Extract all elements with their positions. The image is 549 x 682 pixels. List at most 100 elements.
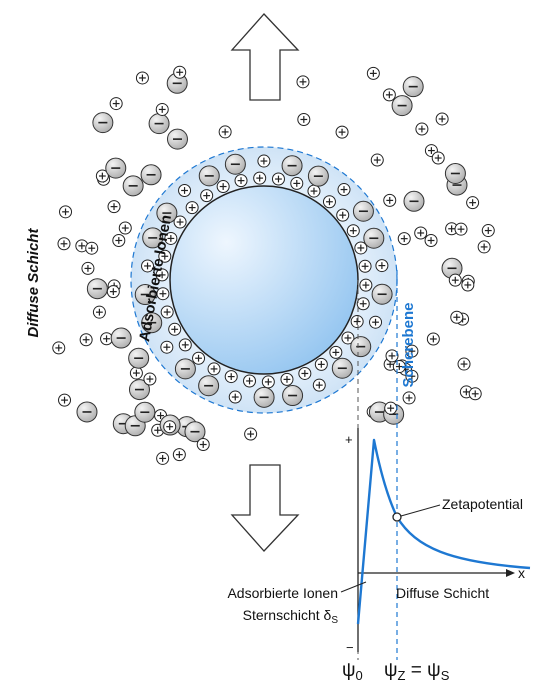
psi-zero-label: ψ0 xyxy=(342,660,363,682)
positive-ion-icon xyxy=(156,451,170,465)
negative-ion-icon xyxy=(92,112,114,134)
diffuse-layer-label: Diffuse Schicht xyxy=(396,585,489,601)
positive-ion-icon xyxy=(218,125,232,139)
negative-ion-icon xyxy=(307,165,329,187)
positive-ion-icon xyxy=(450,310,464,324)
negative-ion-icon xyxy=(403,190,425,212)
positive-ion-icon xyxy=(112,233,126,247)
psi-zeta-equals-psi-stern-label: ψZ = ψS xyxy=(384,660,450,682)
positive-ion-icon xyxy=(382,88,396,102)
negative-ion-icon xyxy=(134,284,156,306)
negative-ion-icon xyxy=(391,95,413,117)
positive-ion-icon xyxy=(158,249,172,263)
negative-ion-icon xyxy=(352,200,374,222)
positive-ion-icon xyxy=(424,233,438,247)
positive-ion-icon xyxy=(155,102,169,116)
positive-ion-icon xyxy=(341,331,355,345)
positive-ion-icon xyxy=(253,171,267,185)
positive-ion-icon xyxy=(397,232,411,246)
adsorbed-ions-label: Adsorbierte Ionen xyxy=(227,585,338,601)
negative-ion-icon xyxy=(184,421,206,443)
positive-ion-icon xyxy=(402,391,416,405)
positive-ion-icon xyxy=(329,345,343,359)
positive-ion-icon xyxy=(405,369,419,383)
zeta-potential-label: Zetapotential xyxy=(442,496,523,512)
negative-ion-icon xyxy=(198,375,220,397)
positive-ion-icon xyxy=(135,71,149,85)
positive-ion-icon xyxy=(196,438,210,452)
positive-ion-icon xyxy=(369,315,383,329)
positive-ion-icon xyxy=(160,305,174,319)
positive-ion-icon xyxy=(414,226,428,240)
positive-ion-icon xyxy=(336,208,350,222)
positive-ion-icon xyxy=(383,193,397,207)
positive-ion-icon xyxy=(172,448,186,462)
positive-ion-icon xyxy=(164,231,178,245)
positive-ion-icon xyxy=(457,357,471,371)
negative-ion-icon xyxy=(281,155,303,177)
positive-ion-icon xyxy=(200,189,214,203)
positive-ion-icon xyxy=(257,154,271,168)
positive-ion-icon xyxy=(405,344,419,358)
positive-ion-icon xyxy=(156,287,170,301)
positive-ion-icon xyxy=(160,340,174,354)
positive-ion-icon xyxy=(79,333,93,347)
positive-ion-icon xyxy=(95,169,109,183)
positive-ion-icon xyxy=(271,172,285,186)
negative-ion-icon xyxy=(140,164,162,186)
positive-ion-icon xyxy=(468,387,482,401)
negative-ion-icon xyxy=(253,386,275,408)
positive-ion-icon xyxy=(207,362,221,376)
positive-ion-icon xyxy=(415,122,429,136)
negative-ion-icon xyxy=(444,162,466,184)
label-diffuse-layer-vertical: Diffuse Schicht xyxy=(25,228,42,338)
positive-ion-icon xyxy=(173,65,187,79)
positive-ion-icon xyxy=(314,357,328,371)
positive-ion-icon xyxy=(100,332,114,346)
positive-ion-icon xyxy=(57,237,71,251)
positive-ion-icon xyxy=(307,184,321,198)
negative-ion-icon xyxy=(156,202,178,224)
positive-ion-icon xyxy=(106,285,120,299)
negative-ion-icon xyxy=(148,113,170,135)
negative-ion-icon xyxy=(331,357,353,379)
positive-ion-icon xyxy=(481,224,495,238)
negative-ion-icon xyxy=(141,312,163,334)
positive-ion-icon xyxy=(85,241,99,255)
positive-ion-icon xyxy=(354,241,368,255)
positive-ion-icon xyxy=(426,332,440,346)
positive-ion-icon xyxy=(143,372,157,386)
positive-ion-icon xyxy=(461,278,475,292)
positive-ion-icon xyxy=(228,390,242,404)
positive-ion-icon xyxy=(185,201,199,215)
ion-cloud xyxy=(52,65,495,465)
positive-ion-icon xyxy=(224,370,238,384)
y-axis-minus: − xyxy=(346,640,354,655)
negative-ion-icon xyxy=(166,72,188,94)
positive-ion-icon xyxy=(375,259,389,273)
positive-ion-icon xyxy=(92,305,106,319)
positive-ion-icon xyxy=(356,297,370,311)
negative-ion-icon xyxy=(224,153,246,175)
positive-ion-icon xyxy=(298,366,312,380)
positive-ion-icon xyxy=(234,174,248,188)
positive-ion-icon xyxy=(384,401,398,415)
positive-ion-icon xyxy=(75,239,89,253)
negative-ion-icon xyxy=(166,128,188,150)
positive-ion-icon xyxy=(296,75,310,89)
positive-ion-icon xyxy=(216,180,230,194)
positive-ion-icon xyxy=(59,205,73,219)
positive-ion-icon xyxy=(366,66,380,80)
positive-ion-icon xyxy=(118,221,132,235)
positive-ion-icon xyxy=(81,261,95,275)
negative-ion-icon xyxy=(198,165,220,187)
positive-ion-icon xyxy=(155,268,169,282)
positive-ion-icon xyxy=(297,112,311,126)
positive-ion-icon xyxy=(454,222,468,236)
positive-ion-icon xyxy=(346,224,360,238)
positive-ion-icon xyxy=(129,366,143,380)
y-axis-plus: + xyxy=(345,432,353,447)
positive-ion-icon xyxy=(58,393,72,407)
positive-ion-icon xyxy=(173,215,187,229)
